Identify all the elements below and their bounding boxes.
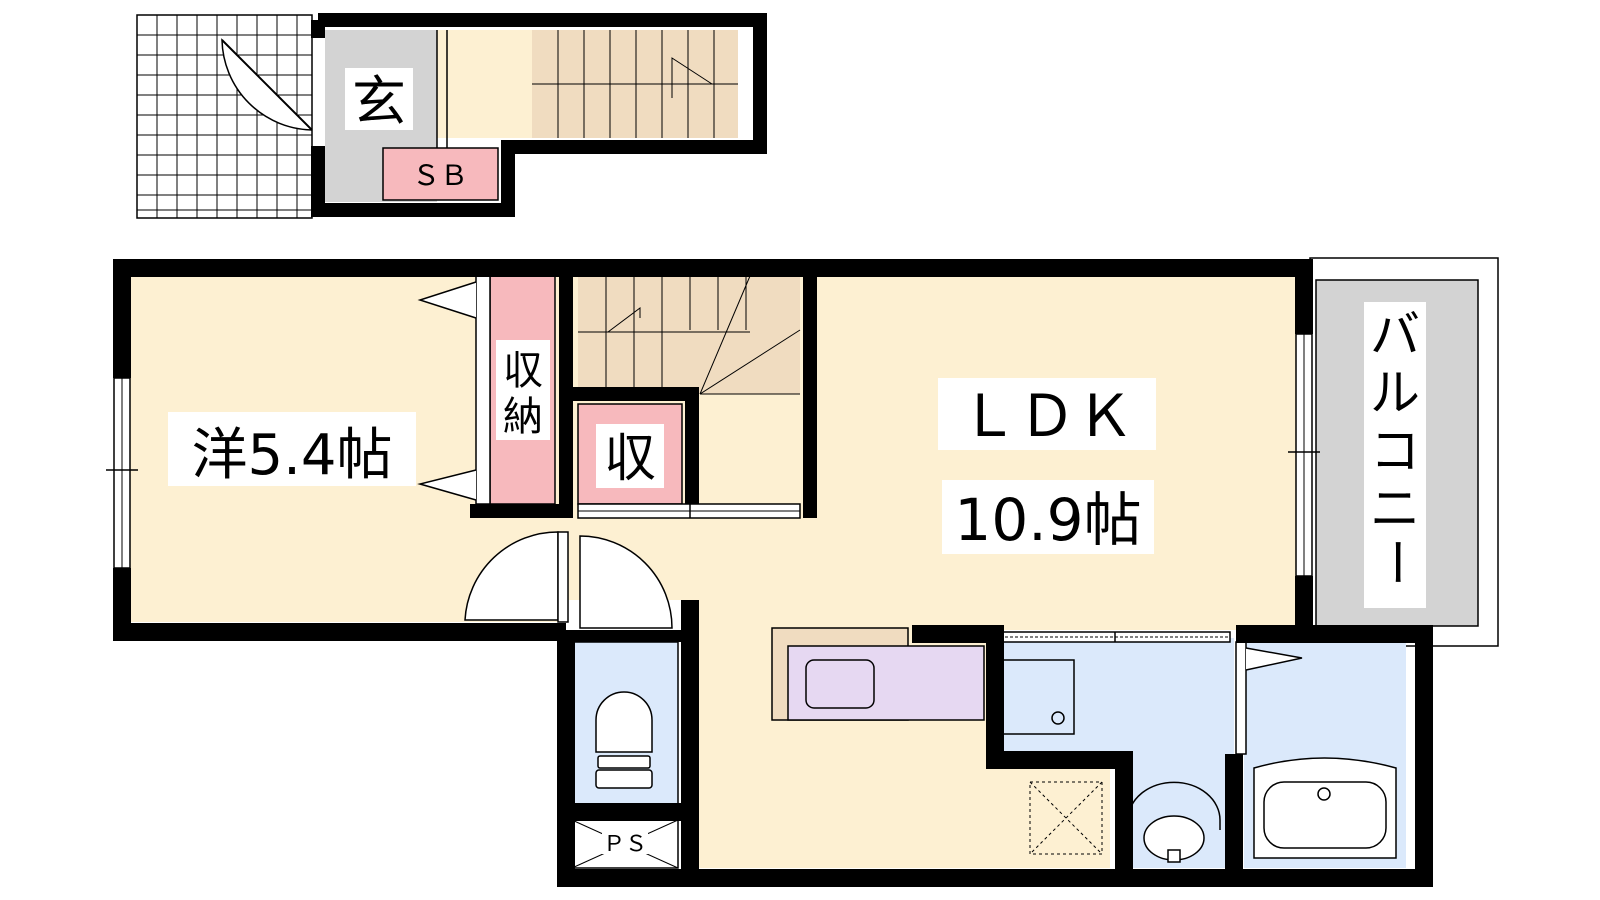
shoe-box bbox=[382, 147, 499, 201]
balcony-label-char-3: コ bbox=[1370, 422, 1420, 480]
western-room-label: 洋5.4帖 bbox=[191, 423, 392, 488]
entrance-label: 玄 bbox=[352, 70, 406, 133]
toilet-icon bbox=[595, 691, 653, 789]
closet-large-label-line1: 収 bbox=[503, 348, 543, 394]
ldk-window bbox=[1288, 333, 1320, 577]
stair-walls bbox=[559, 276, 817, 518]
refrigerator-space bbox=[1029, 781, 1103, 855]
ldk-size-label: 10.9帖 bbox=[954, 486, 1141, 554]
balcony-label-char-5: ー bbox=[1367, 537, 1425, 587]
hall-floor bbox=[437, 30, 532, 138]
closet-door-mark-top bbox=[417, 281, 477, 319]
bathtub-icon bbox=[1253, 757, 1397, 859]
main-floor: ＰＳ bbox=[106, 257, 1499, 887]
entrance-walls bbox=[311, 13, 767, 217]
kitchen-counter bbox=[787, 645, 985, 721]
main-walls bbox=[113, 259, 1433, 887]
pipe-space-label: ＰＳ bbox=[603, 832, 647, 857]
balcony-label-char-1: バ bbox=[1370, 306, 1420, 364]
washroom-floor bbox=[995, 638, 1234, 868]
upper-stairs bbox=[532, 30, 738, 138]
balcony-label-char-2: ル bbox=[1370, 364, 1420, 422]
toilet-door-swing bbox=[579, 535, 673, 629]
shoe-box-label: ＳＢ bbox=[412, 159, 468, 192]
entrance-block: ＳＢ 玄 bbox=[136, 13, 767, 219]
western-room-door-swing bbox=[464, 531, 559, 621]
western-room-window bbox=[106, 377, 138, 569]
kitchen-sink-icon bbox=[805, 659, 875, 709]
closet-door-mark-bottom bbox=[417, 469, 477, 501]
balcony-label-char-4: ニ bbox=[1370, 480, 1420, 538]
closet-large-label-line2: 納 bbox=[503, 394, 543, 440]
lower-stairs bbox=[578, 275, 801, 395]
closet-small-label: 収 bbox=[604, 429, 656, 489]
bath-door-mark bbox=[1245, 647, 1303, 671]
washbasin-icon bbox=[1127, 781, 1221, 863]
balcony-label: バ ル コ ニ ー bbox=[1367, 306, 1425, 587]
ldk-label: ＬＤＫ bbox=[960, 382, 1134, 450]
